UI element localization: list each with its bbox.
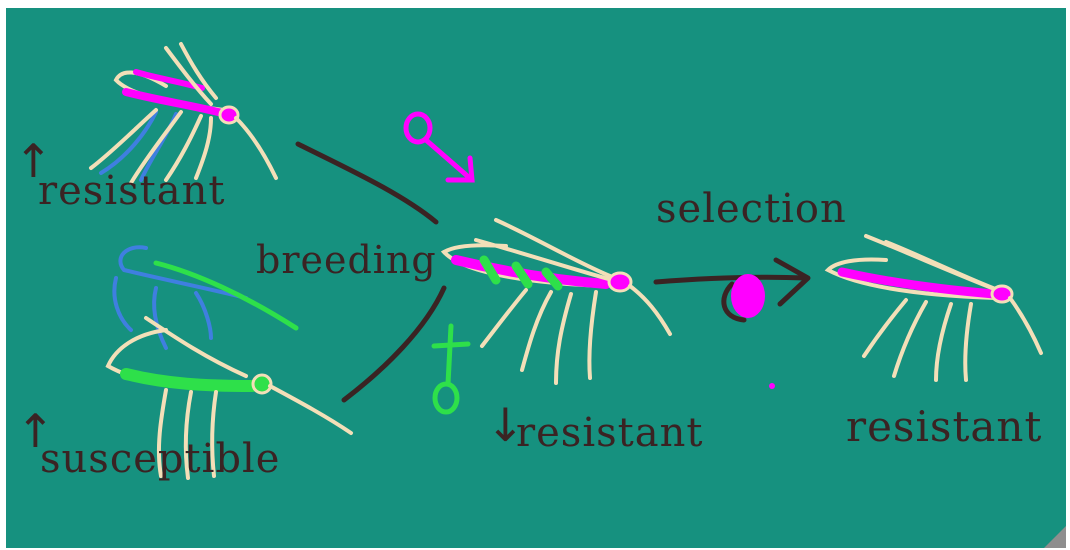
mosquito-resistant-parent [91,44,276,183]
mosquito-hybrid-offspring [444,220,670,383]
male-symbol [434,326,468,412]
label-resistant-selected: resistant [846,402,1042,451]
label-selection: selection [656,186,847,232]
corner-fold [1044,526,1066,548]
label-breeding: breeding [256,238,437,282]
label-susceptible-parent: susceptible [40,436,280,482]
breeding-line-bottom [344,288,444,400]
breeding-line-top [298,144,436,222]
label-resistant-offspring: resistant [516,410,703,456]
ink-dot [769,383,775,389]
mosquito-resistant-selected [828,236,1041,380]
diagram-board: ↑ resistant ↑ susceptible breeding selec… [6,8,1066,548]
selection-blob [731,274,765,318]
label-resistant-parent: resistant [38,168,225,214]
female-symbol [406,114,472,180]
